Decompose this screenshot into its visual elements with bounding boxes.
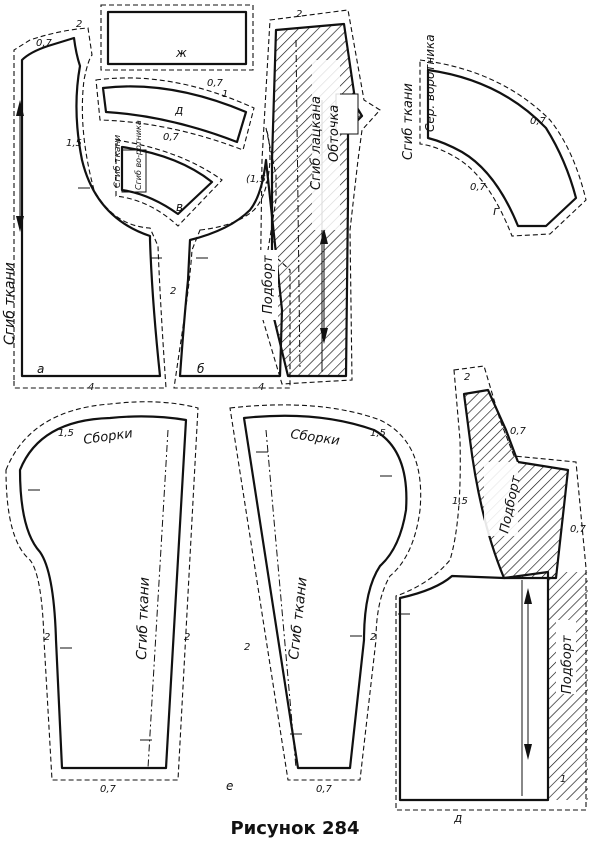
piece-g: Сгиб ткани Сер. воротника 0,7 0,7 г — [401, 34, 587, 237]
allowance-07-df1: 0,7 — [510, 426, 527, 437]
lapel-fold-label: Сгиб лацкана — [309, 96, 324, 190]
sborki-label-right: Сборки — [289, 427, 340, 449]
allowance-4-b: 4 — [258, 382, 264, 393]
piece-letter-b: б — [197, 362, 205, 376]
fold-label-a: Сгиб ткани — [2, 262, 18, 345]
allowance-07-g1: 0,7 — [530, 116, 547, 127]
allowance-1-df: 1 — [560, 774, 566, 785]
allowance-07-el: 0,7 — [100, 784, 117, 795]
piece-letter-e: е — [226, 779, 233, 793]
allowance-15-a: 1,5 — [66, 138, 82, 149]
piece-facing-top: Сгиб лацкана Обточка Подборт 2 — [256, 9, 381, 385]
allowance-2-df: 2 — [464, 372, 470, 383]
small-fold-label: Сгиб ткани — [113, 135, 123, 188]
allowance-2-a: 2 — [76, 19, 82, 30]
allowance-07-a: 0,7 — [36, 38, 53, 49]
facing-cut-label: Обточка — [327, 105, 342, 162]
allowance-07-d2: 0,7 — [163, 132, 180, 143]
allowance-2-el: 2 — [44, 632, 50, 643]
allowance-07-df2: 0,7 — [570, 524, 587, 535]
piece-letter-v: в — [176, 200, 183, 214]
allowance-2-er: 2 — [244, 642, 250, 653]
allowance-15-er: 1,5 — [370, 428, 386, 439]
piece-a-b: 0,7 2 1,5 2 4 4 (1,5) а б Сгиб ткани — [2, 19, 291, 393]
piece-e-right: Сборки Сгиб ткани 1,5 2 2 0,7 е — [226, 404, 422, 795]
piece-e-left: Сборки Сгиб ткани 1,5 2 2 0,7 — [5, 401, 199, 795]
piece-d-front: Подборт Подборт 2 0,7 0,7 1,5 1 д — [395, 365, 588, 825]
figure-caption: Рисунок 284 — [230, 818, 360, 839]
piece-letter-a: а — [37, 362, 44, 376]
allowance-2-el2: 2 — [184, 632, 190, 643]
piece-d-small: д 0,7 1 0,7 — [95, 77, 255, 151]
small-collar-fold-label: Сгиб во-ротника — [134, 120, 143, 190]
allowance-15-el: 1,5 — [58, 428, 74, 439]
allowance-4-a: 4 — [88, 382, 94, 393]
piece-v: Сгиб ткани Сгиб во-ротника в — [113, 120, 223, 227]
piece-letter-g: г — [493, 204, 500, 218]
collar-fold-label: Сгиб ткани — [401, 83, 416, 160]
piece-zh: ж — [100, 4, 254, 71]
allowance-2-er2: 2 — [370, 632, 376, 643]
collar-mid-label: Сер. воротника — [423, 34, 437, 132]
piece-letter-d-front: д — [453, 811, 462, 825]
piece-letter-d-small: д — [174, 103, 183, 117]
allowance-15-df: 1,5 — [452, 496, 468, 507]
allowance-2-ab: 2 — [170, 286, 176, 297]
allowance-07-er: 0,7 — [316, 784, 333, 795]
fold-label-e-left: Сгиб ткани — [134, 577, 153, 660]
allowance-07-g2: 0,7 — [470, 182, 487, 193]
allowance-15p-b: (1,5) — [246, 174, 270, 185]
podbort-label-top: Подборт — [261, 255, 276, 314]
piece-letter-zh: ж — [175, 46, 187, 60]
podbort-label-front: Подборт — [560, 635, 575, 694]
allowance-2-facing: 2 — [296, 9, 302, 20]
fold-label-e-right: Сгиб ткани — [286, 576, 311, 660]
sborki-label-left: Сборки — [82, 426, 133, 448]
allowance-1-d: 1 — [222, 89, 228, 100]
allowance-07-d: 0,7 — [207, 78, 224, 89]
